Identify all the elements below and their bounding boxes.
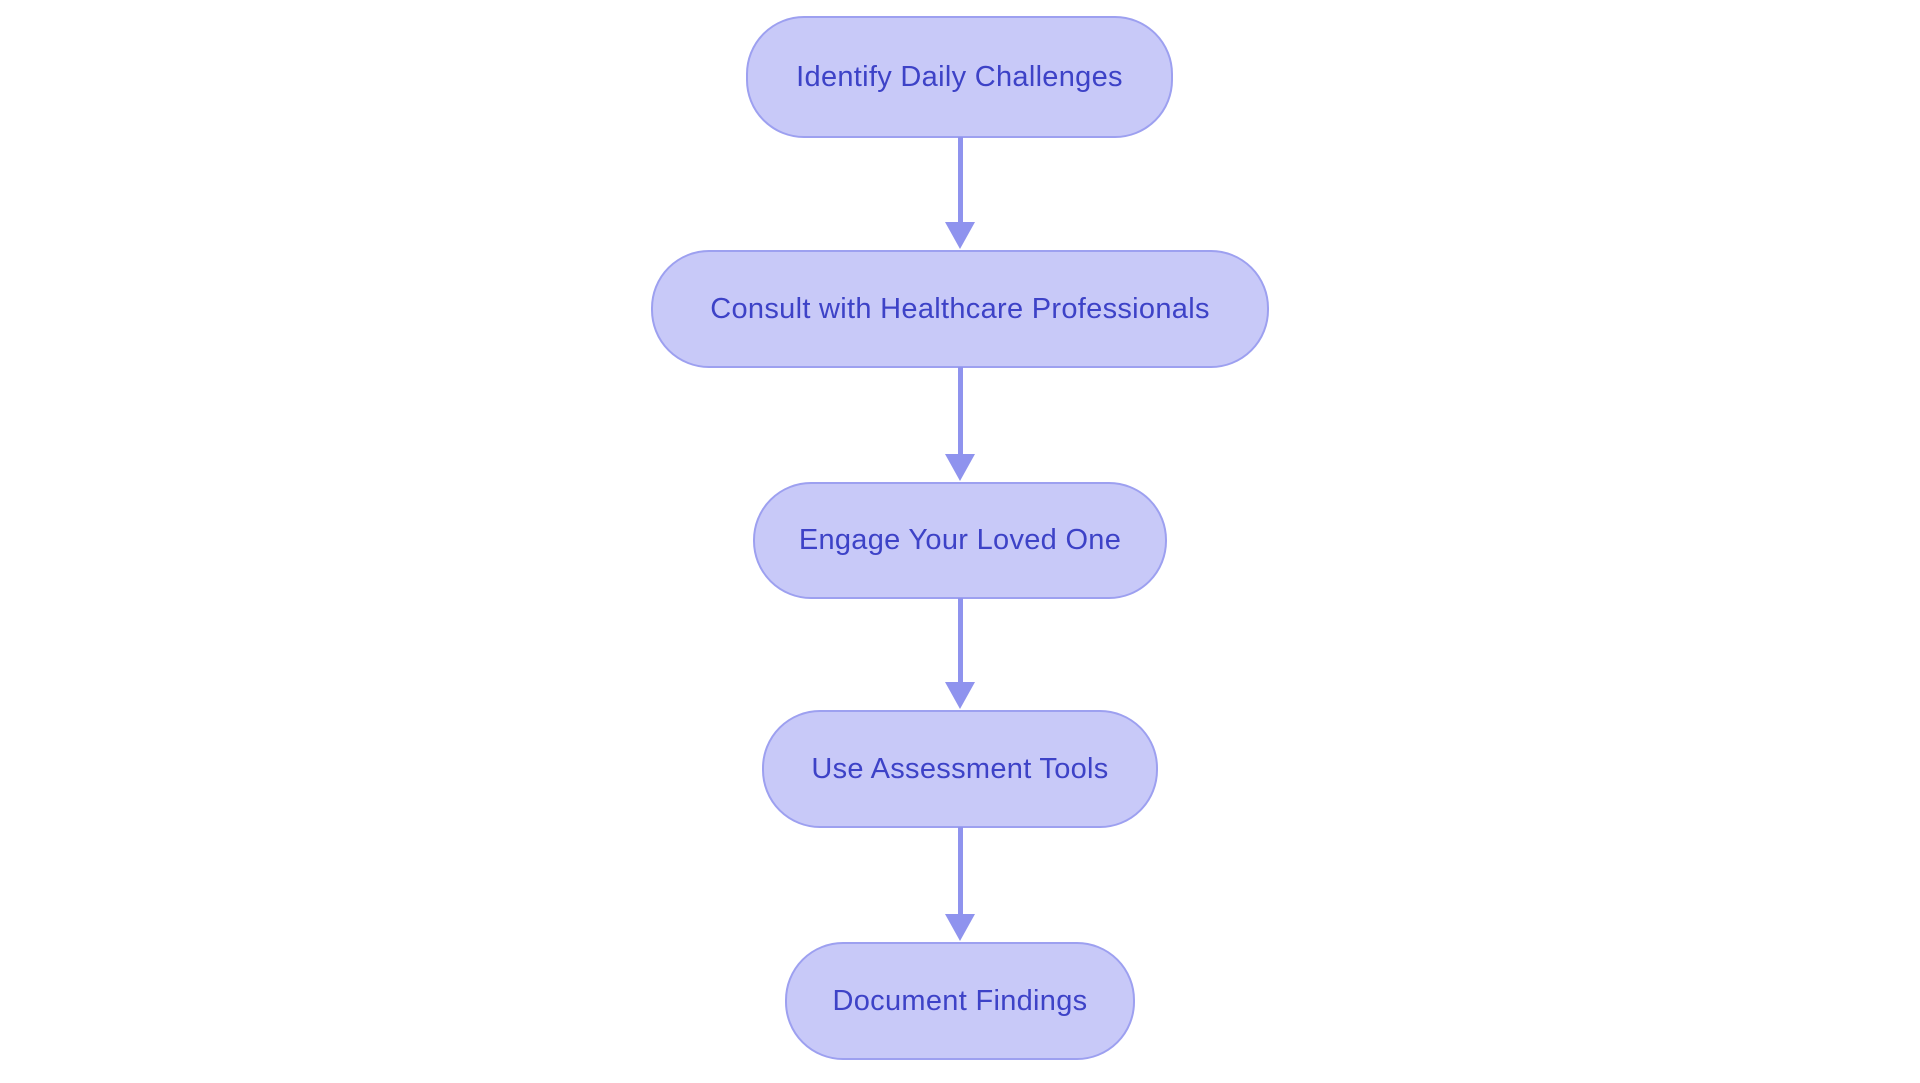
flow-node-engage-your-loved-one: Engage Your Loved One xyxy=(753,482,1167,599)
arrow-head-down-icon xyxy=(945,682,975,709)
arrow-head-down-icon xyxy=(945,914,975,941)
flow-node-label: Identify Daily Challenges xyxy=(796,60,1123,93)
arrow-head-down-icon xyxy=(945,222,975,249)
flow-node-label: Use Assessment Tools xyxy=(811,752,1109,785)
flow-node-consult-healthcare-professionals: Consult with Healthcare Professionals xyxy=(651,250,1269,368)
flow-node-use-assessment-tools: Use Assessment Tools xyxy=(762,710,1158,828)
arrow-head-down-icon xyxy=(945,454,975,481)
flow-node-identify-daily-challenges: Identify Daily Challenges xyxy=(746,16,1173,138)
arrow-stem xyxy=(957,367,963,454)
arrow-stem xyxy=(957,598,963,682)
flow-arrow-down-2 xyxy=(945,367,975,481)
flow-node-document-findings: Document Findings xyxy=(785,942,1135,1060)
arrow-stem xyxy=(957,827,963,914)
flow-node-label: Engage Your Loved One xyxy=(798,524,1122,556)
flow-arrow-down-3 xyxy=(945,598,975,709)
flow-node-label: Document Findings xyxy=(832,984,1088,1017)
arrow-stem xyxy=(957,137,963,222)
flow-node-label: Consult with Healthcare Professionals xyxy=(710,292,1210,325)
flow-arrow-down-4 xyxy=(945,827,975,941)
flow-arrow-down-1 xyxy=(945,137,975,249)
